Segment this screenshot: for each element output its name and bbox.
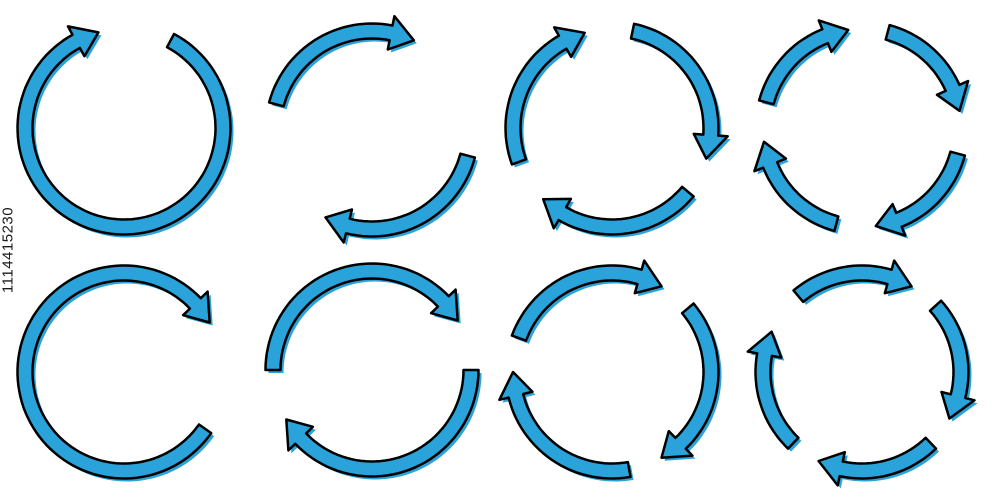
arrow-fill-shape <box>272 19 417 110</box>
arrow-outline-shape <box>792 259 913 304</box>
arrow-outline-shape <box>874 150 967 237</box>
arrow-outline-shape <box>757 19 850 106</box>
arrow-outline-shape <box>498 370 632 480</box>
stock-id-label: 1114415230 <box>0 206 17 294</box>
arrow-outline-shape <box>541 185 695 236</box>
arrow-outline-shape <box>660 302 720 459</box>
arrow-outline-shape <box>817 436 938 487</box>
refresh-three-arrows-icon <box>504 22 731 238</box>
arrow-outline-shape <box>267 14 416 108</box>
arrow-outline-shape <box>884 23 970 113</box>
cycle-two-arrows-icon <box>264 262 482 480</box>
cycle-one-arrow-icon <box>16 264 215 482</box>
cycle-four-arrows-icon <box>746 259 978 489</box>
arrow-outline-shape <box>753 140 840 233</box>
arrow-outline-shape <box>629 22 729 160</box>
arrow-outline-shape <box>285 368 480 478</box>
arrow-outline-shape <box>16 264 213 480</box>
arrow-outline-shape <box>510 259 663 342</box>
arrow-outline-shape <box>746 330 800 450</box>
arrow-fill-shape <box>514 263 665 344</box>
arrow-outline-shape <box>16 25 232 236</box>
arrow-outline-shape <box>324 152 477 244</box>
refresh-one-arrow-icon <box>16 25 234 238</box>
arrow-outline-shape <box>504 26 586 166</box>
cycle-three-arrows-icon <box>498 259 722 482</box>
refresh-four-arrows-icon <box>753 19 972 239</box>
arrow-outline-shape <box>928 299 976 420</box>
refresh-two-arrows-icon <box>267 14 478 246</box>
arrow-outline-shape <box>264 262 459 372</box>
